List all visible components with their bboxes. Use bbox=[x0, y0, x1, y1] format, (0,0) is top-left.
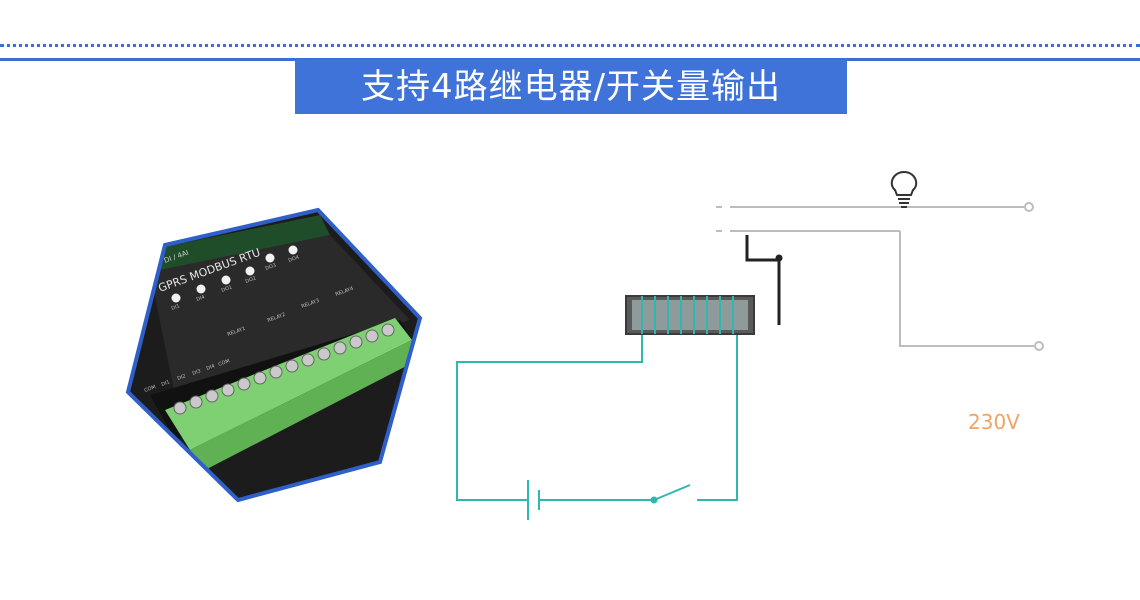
battery-icon bbox=[527, 480, 540, 520]
led-label: DO3 bbox=[265, 262, 277, 271]
device-image: GPRS MODBUS RTU DI / 4AI RELAY1 RELAY2 R… bbox=[125, 207, 423, 503]
relay-coil-icon bbox=[625, 295, 755, 335]
voltage-label: 230V bbox=[968, 410, 1020, 434]
terminal-label: COM bbox=[218, 358, 231, 368]
terminal-node bbox=[1024, 202, 1034, 212]
terminal-label: DI2 bbox=[177, 373, 187, 382]
terminal-label: DI3 bbox=[192, 368, 202, 377]
device-frame bbox=[125, 207, 423, 503]
led-label: DI1 bbox=[171, 303, 181, 312]
led-label: DO1 bbox=[221, 284, 233, 293]
control-circuit bbox=[456, 330, 738, 501]
led-label: DO4 bbox=[288, 254, 300, 263]
switch-icon bbox=[650, 484, 691, 504]
terminal-label: DI1 bbox=[161, 379, 171, 388]
header-dotted-rule bbox=[0, 44, 1140, 47]
contact-pivot bbox=[775, 254, 783, 262]
load-circuit bbox=[716, 206, 1034, 347]
terminal-label: DI4 bbox=[206, 363, 216, 372]
light-bulb-icon bbox=[890, 170, 918, 208]
terminal-label: COM bbox=[144, 384, 157, 394]
header-solid-rule bbox=[0, 58, 1140, 61]
led-label: DI4 bbox=[196, 294, 206, 303]
led-label: DO2 bbox=[245, 275, 257, 284]
relay-contact bbox=[745, 235, 781, 325]
status-leds bbox=[171, 245, 298, 303]
page-title: 支持4路继电器/开关量输出 bbox=[295, 60, 847, 114]
terminal-node bbox=[1034, 341, 1044, 351]
terminal-screws bbox=[173, 323, 395, 415]
